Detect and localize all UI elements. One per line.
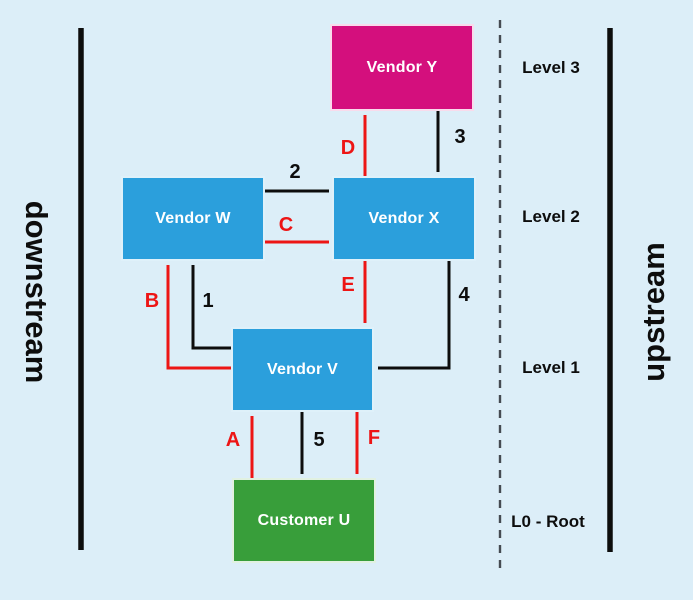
edge-1-line: [191, 265, 231, 350]
edge-1-label: 1: [202, 290, 214, 312]
node-vendor-w: Vendor W: [121, 176, 265, 261]
node-vendor-y-label: Vendor Y: [366, 58, 438, 76]
edge-E-label: E: [341, 274, 355, 296]
edge-B-label: B: [144, 290, 160, 312]
edge-3-label: 3: [454, 126, 466, 148]
level-3-label: Level 3: [522, 58, 580, 77]
edge-C-label: C: [278, 214, 294, 236]
node-vendor-v-label: Vendor V: [267, 360, 338, 378]
level-0-root-label: L0 - Root: [511, 512, 585, 531]
edge-B-line: [166, 265, 231, 370]
edge-D-label: D: [340, 137, 356, 159]
edge-F-label: F: [367, 427, 381, 449]
node-vendor-v: Vendor V: [231, 327, 374, 412]
edge-2-label: 2: [289, 161, 301, 183]
edge-4-label: 4: [458, 284, 470, 306]
node-vendor-y: Vendor Y: [330, 24, 474, 111]
level-2-label: Level 2: [522, 207, 580, 226]
node-vendor-w-label: Vendor W: [155, 209, 231, 227]
edge-A-label: A: [225, 429, 241, 451]
level-1-label: Level 1: [522, 358, 580, 377]
node-customer-u: Customer U: [232, 478, 376, 563]
edge-5-label: 5: [313, 429, 325, 451]
node-vendor-x: Vendor X: [332, 176, 476, 261]
node-customer-u-label: Customer U: [257, 511, 351, 529]
downstream-label: downstream: [19, 200, 54, 384]
upstream-label: upstream: [636, 242, 671, 382]
node-vendor-x-label: Vendor X: [368, 209, 440, 227]
edge-4-line: [378, 261, 451, 370]
